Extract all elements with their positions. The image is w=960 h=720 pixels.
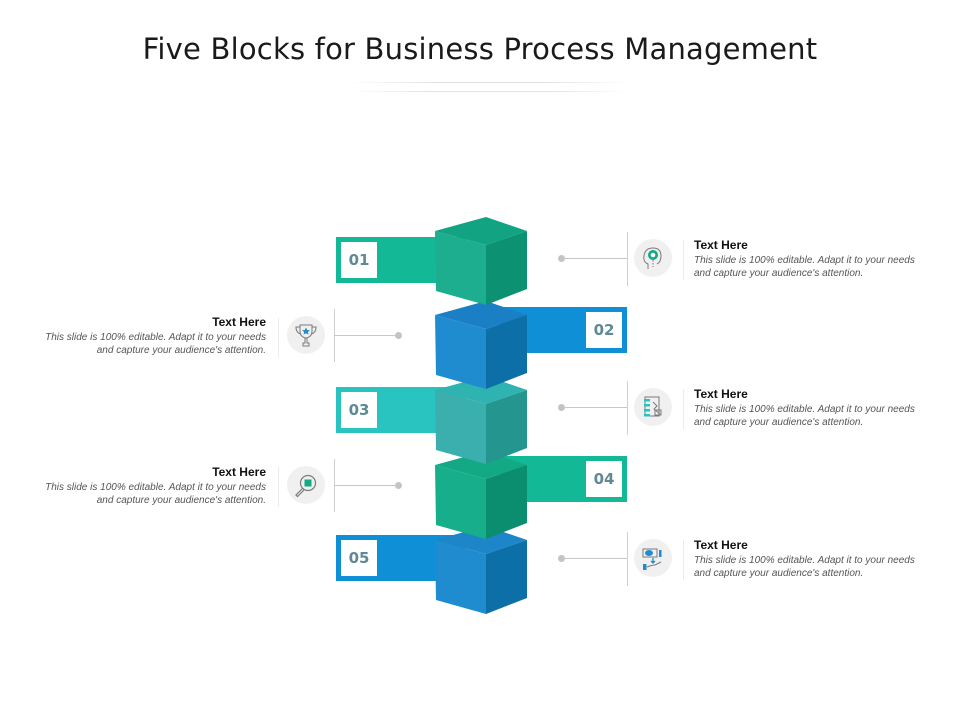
item-heading: Text Here [694, 387, 748, 401]
connector-dot [558, 255, 565, 262]
item-description: This slide is 100% editable. Adapt it to… [694, 255, 915, 279]
item-heading: Text Here [694, 538, 748, 552]
trophy-icon [295, 324, 317, 347]
cube-left-face [435, 540, 486, 614]
item-description: This slide is 100% editable. Adapt it to… [694, 555, 915, 579]
connector-dot [558, 404, 565, 411]
divider-line [278, 318, 279, 358]
connector-line [563, 558, 627, 559]
divider-line [627, 381, 628, 435]
divider-line [683, 540, 684, 580]
title-divider [350, 91, 630, 92]
block-number-03: 03 [341, 392, 377, 428]
cube-top-face [435, 217, 527, 245]
cube-01 [435, 217, 527, 305]
divider-line [627, 232, 628, 286]
item-description: This slide is 100% editable. Adapt it to… [45, 482, 266, 506]
cube-top-face [435, 301, 527, 329]
icon-badge [634, 539, 672, 577]
icon-badge [287, 316, 325, 354]
cube-left-face [435, 390, 486, 464]
icon-badge [287, 466, 325, 504]
icon-badge [634, 239, 672, 277]
slide-title: Five Blocks for Business Process Managem… [142, 32, 818, 66]
connector-line [334, 335, 398, 336]
item-description: This slide is 100% editable. Adapt it to… [694, 404, 915, 428]
item-heading: Text Here [212, 465, 266, 479]
cube-top-face [435, 451, 527, 479]
cube-03 [435, 376, 527, 464]
connector-line [563, 407, 627, 408]
block-number-04: 04 [586, 461, 622, 497]
connector-dot [558, 555, 565, 562]
head-gear-lightbulb-icon [643, 247, 662, 269]
divider-line [627, 532, 628, 586]
cube-top-face [435, 526, 527, 554]
divider-line [278, 467, 279, 507]
cube-left-face [435, 315, 486, 389]
cube-right-face [486, 231, 527, 305]
connector-line [563, 258, 627, 259]
cube-02 [435, 301, 527, 389]
item-heading: Text Here [694, 238, 748, 252]
money-hand-icon [642, 548, 662, 570]
cube-right-face [486, 315, 527, 389]
item-description: This slide is 100% editable. Adapt it to… [45, 332, 266, 356]
cube-top-face [435, 376, 527, 404]
cube-right-face [486, 465, 527, 539]
cube-left-face [435, 465, 486, 539]
item-heading: Text Here [212, 315, 266, 329]
divider-line [683, 389, 684, 429]
block-number-02: 02 [586, 312, 622, 348]
title-divider [350, 82, 630, 83]
block-number-01: 01 [341, 242, 377, 278]
cube-right-face [486, 390, 527, 464]
connector-dot [395, 482, 402, 489]
block-number-05: 05 [341, 540, 377, 576]
divider-line [683, 240, 684, 280]
cube-05 [435, 526, 527, 614]
document-flowchart-icon [644, 396, 662, 417]
cube-right-face [486, 540, 527, 614]
cube-left-face [435, 231, 486, 305]
magnifier-icon [295, 474, 317, 498]
icon-badge [634, 388, 672, 426]
cube-04 [435, 451, 527, 539]
connector-line [334, 485, 398, 486]
connector-dot [395, 332, 402, 339]
